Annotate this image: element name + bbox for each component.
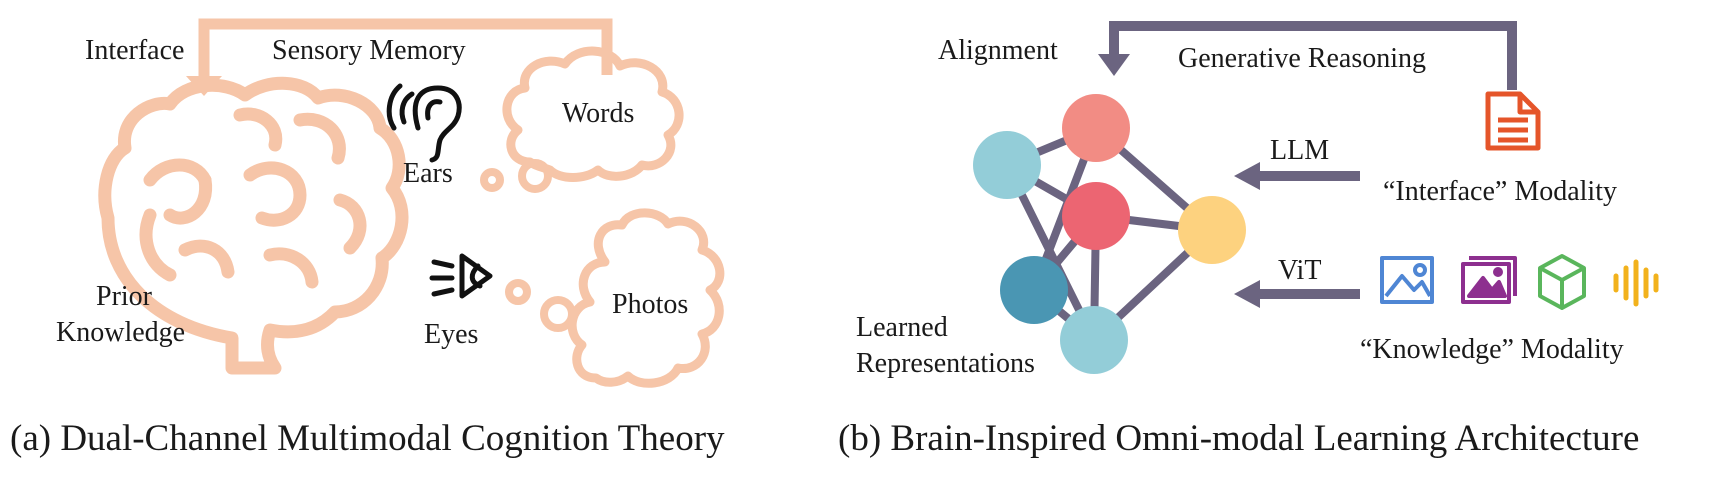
learned-representations-label-line1: Learned: [856, 312, 948, 343]
network-node: [1000, 256, 1068, 324]
words-label: Words: [562, 98, 634, 129]
image-icon: [1380, 256, 1434, 304]
audio-wave-icon: [1613, 259, 1659, 307]
network-node: [1178, 196, 1246, 264]
panel-b: Alignment Generative Reasoning LLM ViT “…: [838, 21, 1659, 459]
eye-icon: [429, 253, 493, 299]
caption-a: (a) Dual-Channel Multimodal Cognition Th…: [10, 418, 725, 459]
caption-b: (b) Brain-Inspired Omni-modal Learning A…: [838, 418, 1639, 459]
network-node: [1062, 182, 1130, 250]
prior-knowledge-label-line2: Knowledge: [56, 317, 185, 348]
thought-cloud-words: [502, 46, 684, 182]
generative-reasoning-label: Generative Reasoning: [1178, 43, 1426, 74]
vit-label: ViT: [1278, 255, 1321, 286]
gallery-icon: [1461, 256, 1517, 304]
brain-icon: [98, 76, 409, 375]
prior-knowledge-label-line1: Prior: [96, 281, 153, 312]
network-node: [973, 131, 1041, 199]
interface-label: Interface: [85, 35, 184, 66]
alignment-label: Alignment: [938, 35, 1058, 66]
knowledge-modality-label: “Knowledge” Modality: [1360, 334, 1624, 365]
cube-icon: [1538, 254, 1586, 310]
thought-bubbles-photos: [505, 279, 576, 332]
document-icon: [1485, 91, 1541, 151]
sensory-memory-label: Sensory Memory: [272, 35, 466, 66]
learned-representations-label-line2: Representations: [856, 348, 1035, 379]
generative-reasoning-arrow: [1098, 21, 1517, 90]
photos-label: Photos: [612, 289, 688, 320]
ears-label: Ears: [403, 158, 453, 189]
panel-a: Interface Sensory Memory Ears Eyes Prior…: [10, 18, 725, 459]
vit-arrow: [1234, 280, 1360, 308]
interface-modality-label: “Interface” Modality: [1383, 176, 1617, 207]
network-node: [1060, 306, 1128, 374]
thought-cloud-photos: [567, 208, 725, 388]
network-node: [1062, 94, 1130, 162]
llm-label: LLM: [1270, 135, 1329, 166]
ear-icon: [386, 83, 462, 163]
llm-arrow: [1234, 162, 1360, 190]
eyes-label: Eyes: [424, 319, 478, 350]
